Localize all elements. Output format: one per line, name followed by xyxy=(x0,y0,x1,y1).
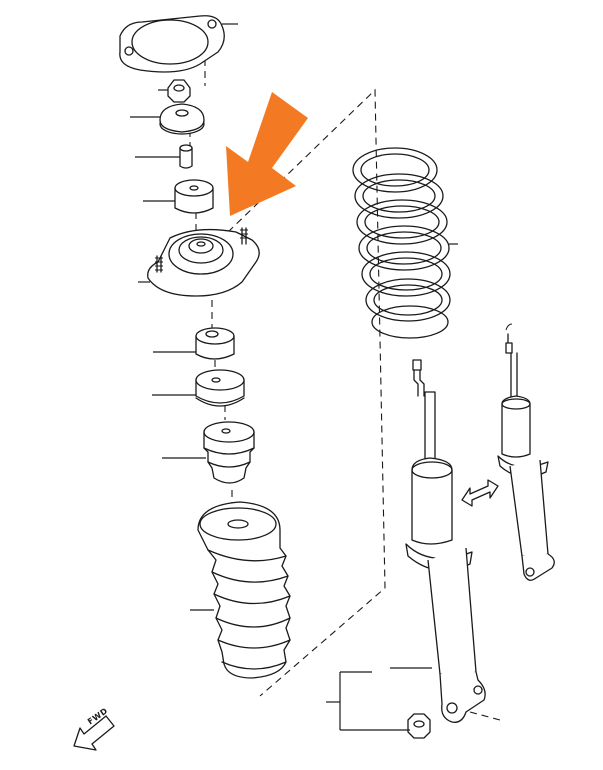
coil-spring xyxy=(352,147,458,339)
forward-direction-arrow-icon xyxy=(73,715,115,751)
lower-bushing xyxy=(153,327,235,360)
shock-absorber-variant xyxy=(497,323,555,581)
upper-spring-seat xyxy=(152,369,245,407)
highlight-arrow-icon xyxy=(226,92,308,216)
upper-washer xyxy=(130,103,205,135)
strut-mounting-insulator xyxy=(138,227,260,297)
mounting-bolt xyxy=(407,713,431,739)
upper-bushing xyxy=(143,179,214,214)
double-arrow-icon xyxy=(461,479,499,507)
callout-bracket xyxy=(326,667,432,731)
spacer-sleeve xyxy=(135,144,193,169)
upper-mount-gasket xyxy=(119,15,238,73)
bump-stopper xyxy=(162,421,255,484)
dust-boot xyxy=(190,501,291,679)
top-nut xyxy=(158,79,191,103)
shock-absorber xyxy=(405,359,486,723)
